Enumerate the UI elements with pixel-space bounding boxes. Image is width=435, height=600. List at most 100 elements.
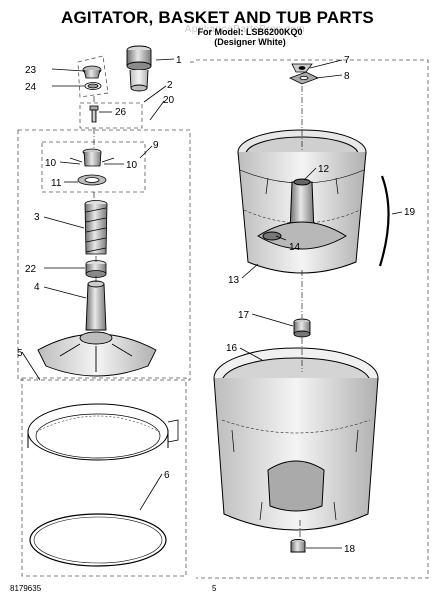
document-part-number: 8179635 (10, 584, 42, 593)
part-shape (29, 513, 167, 567)
spanner-nut-17 (293, 318, 311, 338)
callout-13: 13 (228, 275, 240, 286)
callout-3: 3 (34, 212, 40, 223)
callout-6: 6 (164, 470, 170, 481)
callout-2: 2 (167, 80, 173, 91)
callout-1: 1 (176, 55, 182, 66)
box-5 (21, 377, 187, 577)
right-column-box (196, 59, 429, 579)
part-shape (267, 460, 325, 512)
callout-23: 23 (25, 65, 37, 76)
leader-6 (139, 473, 163, 511)
part-shape (293, 330, 311, 338)
variant-line: (Designer White) (214, 37, 286, 47)
part-shape (83, 151, 102, 167)
callout-5: 5 (17, 348, 23, 359)
callout-18: 18 (344, 544, 356, 555)
leader-1 (155, 58, 175, 61)
part-23 (82, 65, 102, 79)
page-number: 5 (212, 584, 217, 593)
centerlines (93, 86, 303, 540)
callout-7: 7 (344, 55, 350, 66)
seal-ring-6 (29, 513, 167, 567)
callout-8: 8 (344, 71, 350, 82)
leader-2 (143, 85, 167, 103)
part-shape (213, 377, 379, 531)
callout-24: 24 (25, 82, 37, 93)
callout-16: 16 (226, 343, 238, 354)
tub-16 (213, 347, 379, 531)
leader-9 (139, 145, 153, 159)
model-subtitle: For Model: LSB6200KQ0 (Designer White) (150, 27, 350, 47)
part-shape (79, 331, 113, 345)
part-shape (221, 419, 371, 434)
part-shape (378, 175, 390, 267)
leader-17 (251, 313, 294, 327)
part-shape (85, 283, 107, 331)
part-shape (130, 84, 148, 92)
callout-11: 11 (51, 178, 62, 189)
callout-9: 9 (153, 140, 159, 151)
callout-17: 17 (238, 310, 250, 321)
part-shape (126, 61, 152, 71)
leader-10a (59, 161, 81, 165)
leader-16 (239, 347, 263, 361)
part-shape (298, 66, 306, 70)
part-shape (91, 109, 97, 123)
ring-22 (85, 260, 107, 278)
leader-7 (309, 59, 343, 69)
group-boxes (17, 55, 429, 579)
callout-4: 4 (34, 282, 40, 293)
callout-10-right: 10 (126, 160, 138, 171)
part-shape (37, 333, 157, 377)
callout-22: 22 (25, 264, 37, 275)
part-shape (59, 343, 133, 372)
agitator-cap-1 (126, 45, 152, 92)
part-shape (231, 429, 359, 521)
part-24 (84, 82, 102, 90)
leader-5 (21, 351, 41, 381)
leader-3 (43, 216, 85, 229)
part-shape (87, 83, 99, 89)
callout-labels: 1 2 20 23 24 26 9 10 10 11 3 22 4 5 6 7 … (17, 55, 416, 555)
box-26 (79, 102, 143, 129)
box-20 (17, 129, 191, 381)
part-shape (262, 231, 282, 241)
leader-14 (275, 235, 287, 241)
part-shape (35, 415, 161, 433)
page-title: AGITATOR, BASKET AND TUB PARTS (61, 8, 374, 27)
callout-14: 14 (289, 242, 301, 253)
axis-left (93, 96, 97, 284)
part-shape (27, 430, 169, 448)
part-shape (89, 105, 99, 111)
part-shape (167, 419, 179, 443)
balance-ring-5 (27, 403, 179, 461)
part-shape (85, 207, 107, 253)
part-shape (299, 76, 309, 81)
leader-19 (391, 211, 403, 215)
strap-19 (378, 175, 390, 267)
callout-26: 26 (115, 107, 127, 118)
part-shape (243, 209, 361, 224)
hub-nut-18 (290, 539, 306, 553)
part-7 (291, 63, 313, 73)
axis-right (299, 86, 303, 540)
callout-20: 20 (163, 95, 175, 106)
model-line: For Model: LSB6200KQ0 (197, 27, 303, 37)
part-shape (293, 178, 311, 186)
part-8 (289, 71, 319, 85)
part-shape (33, 516, 163, 564)
callout-10-left: 10 (45, 158, 57, 169)
leader-12 (303, 167, 317, 181)
part-shape (69, 157, 115, 163)
part-shape (35, 413, 161, 459)
spring-3 (84, 200, 108, 255)
leader-20 (149, 100, 165, 121)
leader-4 (43, 286, 87, 299)
leader-13 (241, 263, 259, 279)
leader-8 (315, 74, 343, 79)
basket-13 (237, 129, 367, 274)
cam-assembly-9 (69, 148, 115, 186)
part-26-bolt (89, 105, 99, 123)
